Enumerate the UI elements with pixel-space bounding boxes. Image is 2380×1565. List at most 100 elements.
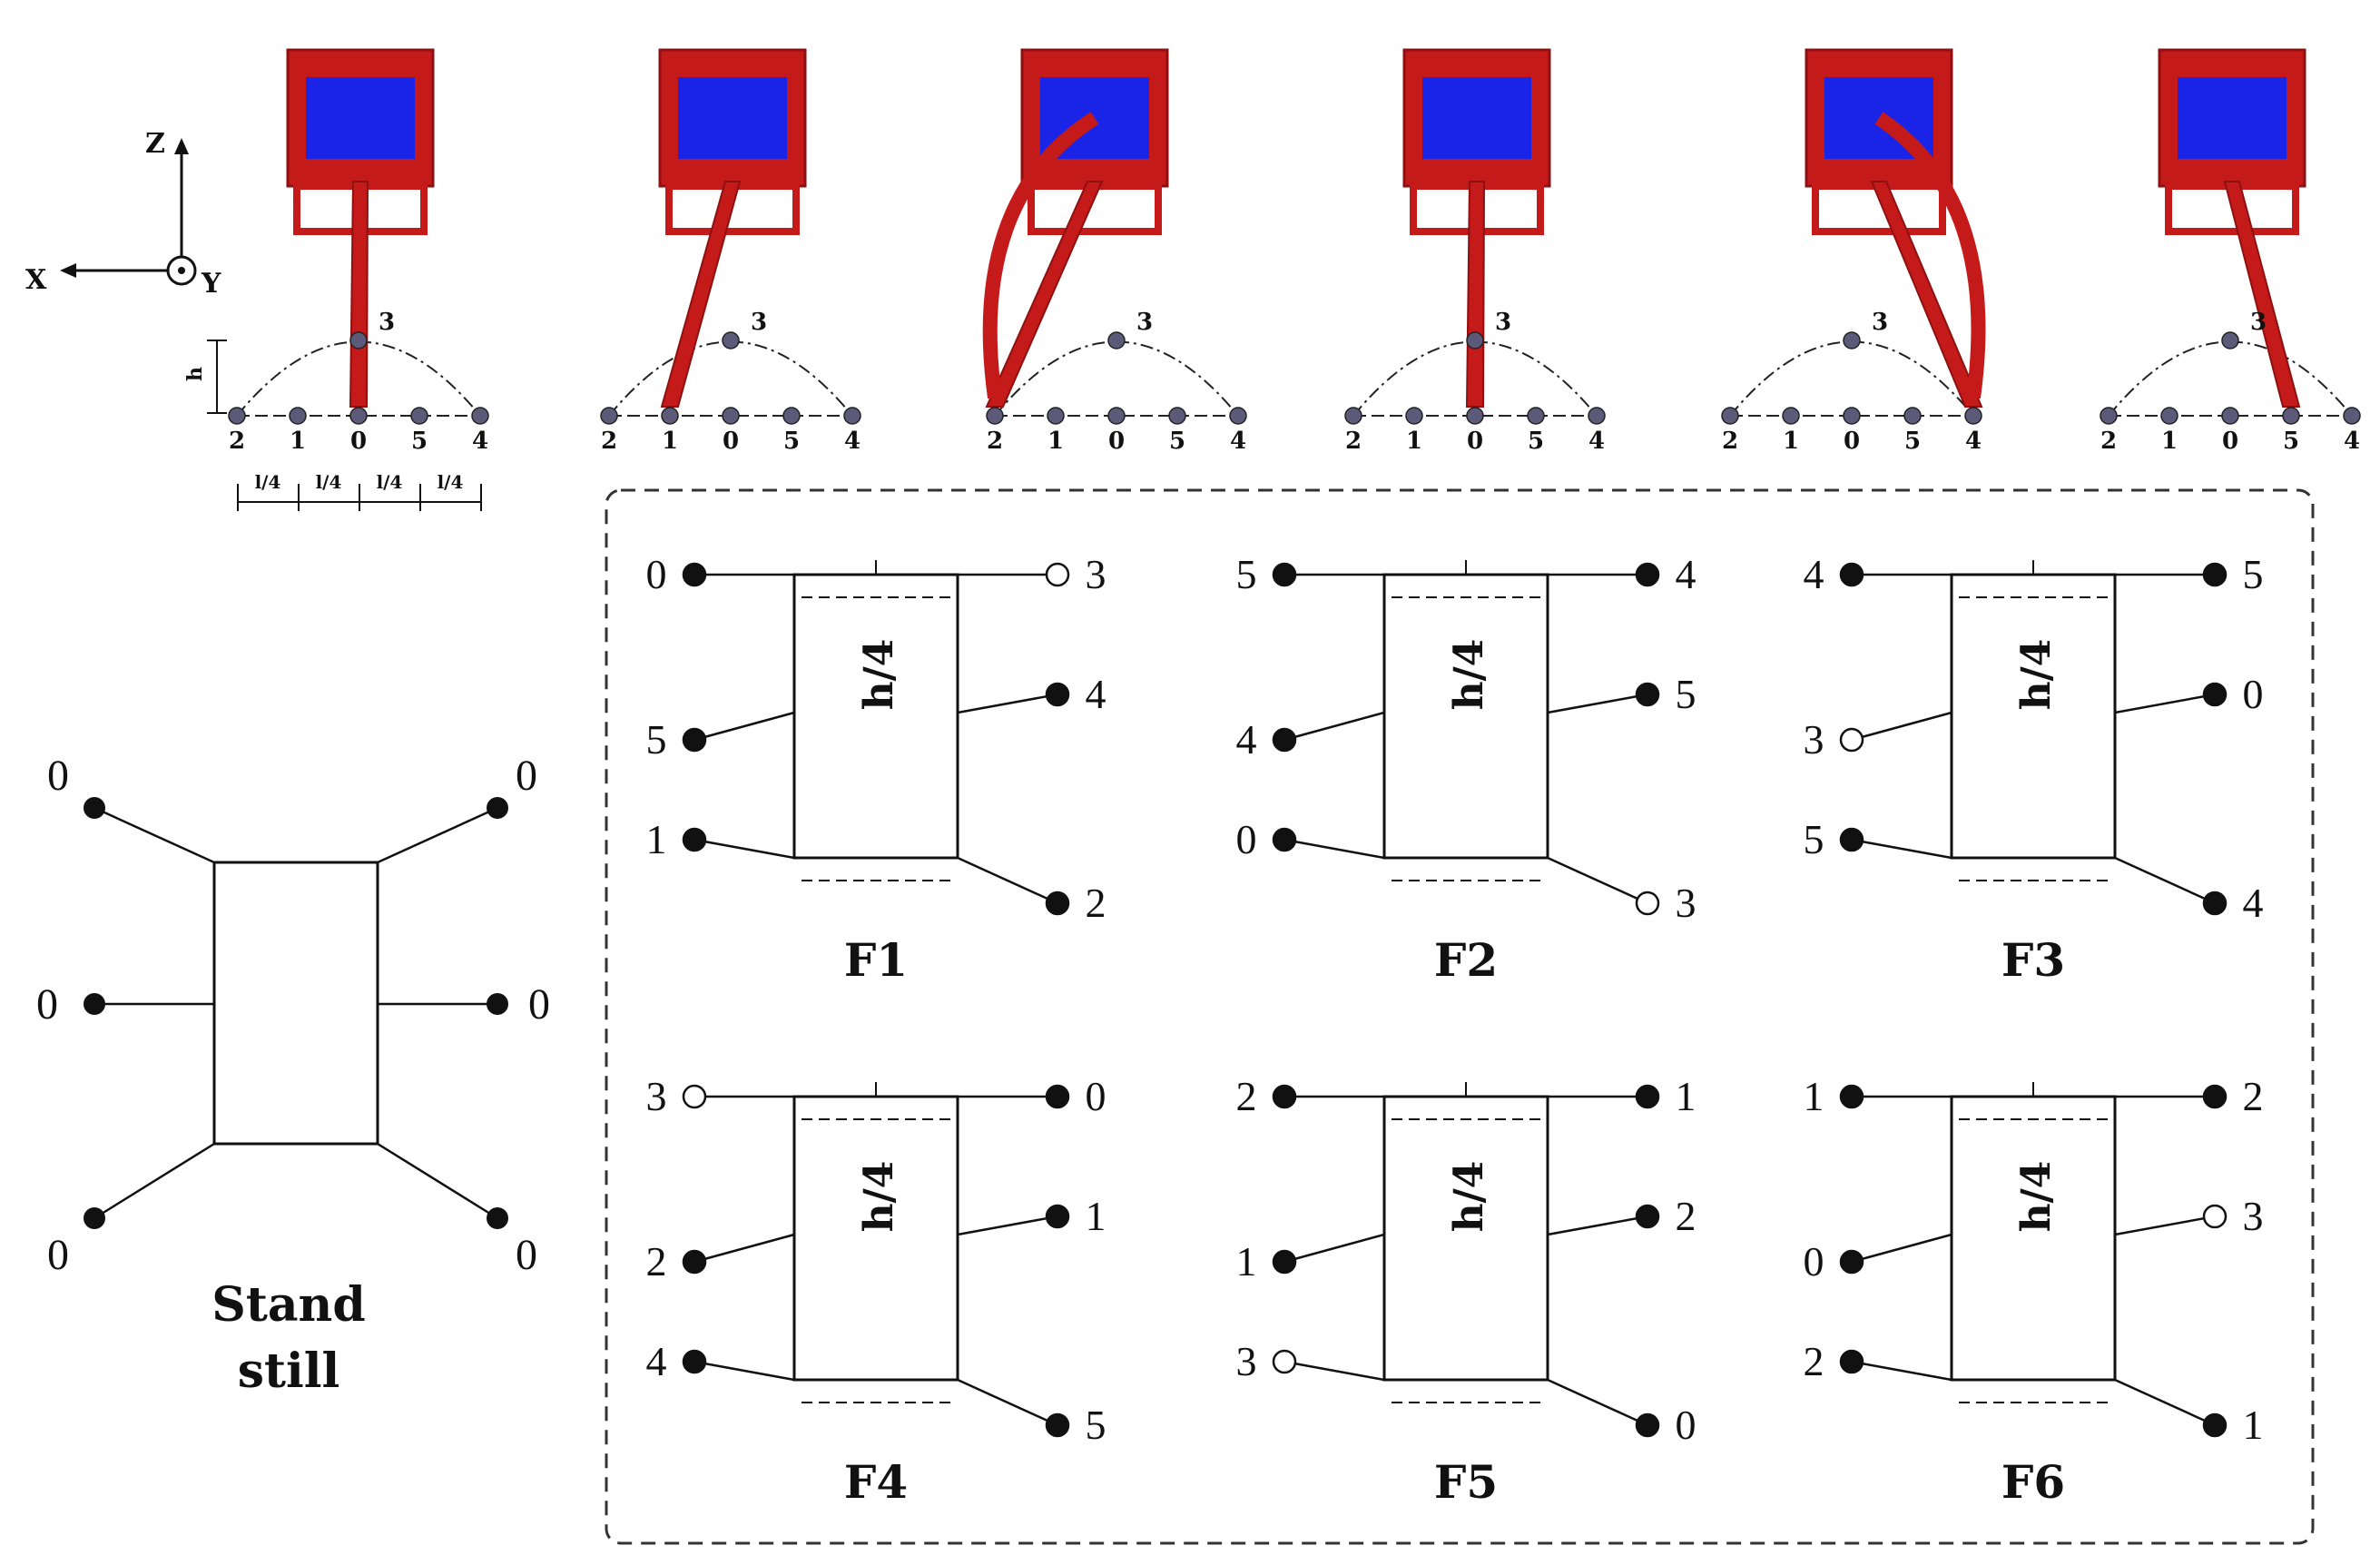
foot-stance-dot — [1839, 827, 1864, 852]
leg-phase-label: 0 — [516, 752, 537, 800]
leg-phase-label: 4 — [646, 1338, 667, 1384]
foot-position-label: 4 — [1965, 428, 1982, 455]
foot-stance-dot — [1839, 1349, 1864, 1374]
leg-line — [1547, 693, 1648, 714]
swing-trajectory-arc — [2108, 340, 2353, 417]
foot-stance-dot — [2202, 682, 2228, 707]
foot-position-label: 2 — [229, 428, 245, 455]
foot-stance-dot — [2202, 562, 2228, 587]
foot-position-label: 5 — [1528, 428, 1544, 455]
foot-stance-dot — [1635, 682, 1660, 707]
foot-swing-circle — [1272, 1349, 1297, 1374]
body-shift-label: h/4 — [1446, 639, 1492, 711]
leg-phase-label: 3 — [646, 1073, 667, 1119]
foot-stance-dot — [1635, 1204, 1660, 1229]
foot-stance-dot — [1045, 1084, 1070, 1109]
foot-position-marker — [228, 407, 246, 425]
foot-stance-dot — [682, 1349, 707, 1374]
leg-phase-label: 4 — [2243, 880, 2264, 926]
foot-position-label: 0 — [1108, 428, 1125, 455]
robot-leg — [660, 181, 742, 408]
leg-line — [2114, 1215, 2216, 1236]
z-axis-arrow — [174, 138, 189, 154]
robot-motor — [1422, 77, 1531, 159]
foot-position-marker — [2221, 407, 2239, 425]
robot-leg — [2223, 181, 2301, 408]
leg-phase-label: 5 — [1804, 816, 1824, 862]
leg-line — [2114, 856, 2216, 905]
apex-position-label: 3 — [1872, 309, 1888, 336]
foot-position-label: 1 — [1783, 428, 1799, 455]
foot-position-marker — [843, 407, 861, 425]
leg-phase-label: 4 — [1676, 551, 1696, 597]
foot-position-label: 5 — [1169, 428, 1185, 455]
foot-position-marker — [349, 407, 368, 425]
swing-trajectory-arc — [1729, 340, 1974, 417]
leg-phase-label: 0 — [36, 980, 58, 1029]
leg-phase-label: 1 — [1676, 1073, 1696, 1119]
foot-stance-dot — [487, 797, 508, 819]
leg-phase-label: 1 — [1236, 1238, 1257, 1284]
foot-position-marker — [722, 407, 740, 425]
foot-stance-dot — [682, 1249, 707, 1275]
foot-stance-dot — [84, 1207, 105, 1229]
foot-position-marker — [1466, 407, 1484, 425]
foot-stance-dot — [682, 827, 707, 852]
leg-line — [1851, 711, 1952, 742]
foot-stance-dot — [2202, 1084, 2228, 1109]
leg-line — [2114, 693, 2216, 714]
leg-line — [1547, 1215, 1648, 1236]
y-axis-dot-icon — [178, 267, 185, 274]
foot-position-marker — [2343, 407, 2361, 425]
leg-phase-label: 3 — [1676, 880, 1696, 926]
foot-position-marker — [1782, 407, 1800, 425]
robot-motor — [2178, 77, 2287, 159]
leg-line — [1851, 838, 1952, 860]
foot-position-marker — [1405, 407, 1423, 425]
leg-line — [1283, 838, 1385, 860]
body-shift-label: h/4 — [856, 1161, 902, 1233]
foot-position-label: 1 — [290, 428, 306, 455]
dimension-annotations: h l/4 l/4 l/4 l/4 — [183, 340, 482, 511]
x-axis-arrow — [60, 263, 76, 278]
foot-position-label: 5 — [2283, 428, 2299, 455]
leg-phase-label: 2 — [2243, 1073, 2264, 1119]
foot-stance-dot — [1045, 891, 1070, 916]
robot-leg-curve — [1874, 112, 1986, 399]
leg-phase-label: 2 — [1676, 1193, 1696, 1239]
x-axis-label: X — [25, 264, 47, 296]
spacing-label: l/4 — [316, 471, 342, 493]
leg-line — [93, 1142, 215, 1220]
leg-phase-label: 0 — [47, 1231, 69, 1279]
robot-leg — [985, 181, 1104, 408]
robot-motor — [678, 77, 787, 159]
leg-line — [1283, 1360, 1385, 1382]
leg-line — [1283, 711, 1385, 742]
foot-stance-dot — [1045, 682, 1070, 707]
foot-position-label: 5 — [1904, 428, 1921, 455]
foot-position-label: 4 — [472, 428, 488, 455]
leg-phase-label: 2 — [1804, 1338, 1824, 1384]
foot-swing-circle — [2202, 1204, 2228, 1229]
foot-position-label: 0 — [2222, 428, 2238, 455]
foot-stance-dot — [84, 993, 105, 1015]
foot-stance-dot — [1272, 1249, 1297, 1275]
foot-stance-dot — [1045, 1412, 1070, 1438]
leg-phase-label: 0 — [1086, 1073, 1106, 1119]
foot-stance-dot — [1635, 1084, 1660, 1109]
foot-position-label: 2 — [601, 428, 617, 455]
leg-phase-label: 5 — [1086, 1402, 1106, 1448]
foot-stance-dot — [2202, 1412, 2228, 1438]
leg-phase-label: 0 — [2243, 671, 2264, 717]
apex-position-marker — [1466, 331, 1484, 349]
leg-line — [1547, 856, 1648, 905]
foot-position-marker — [2282, 407, 2300, 425]
leg-phase-label: 0 — [1804, 1238, 1824, 1284]
foot-swing-circle — [682, 1084, 707, 1109]
